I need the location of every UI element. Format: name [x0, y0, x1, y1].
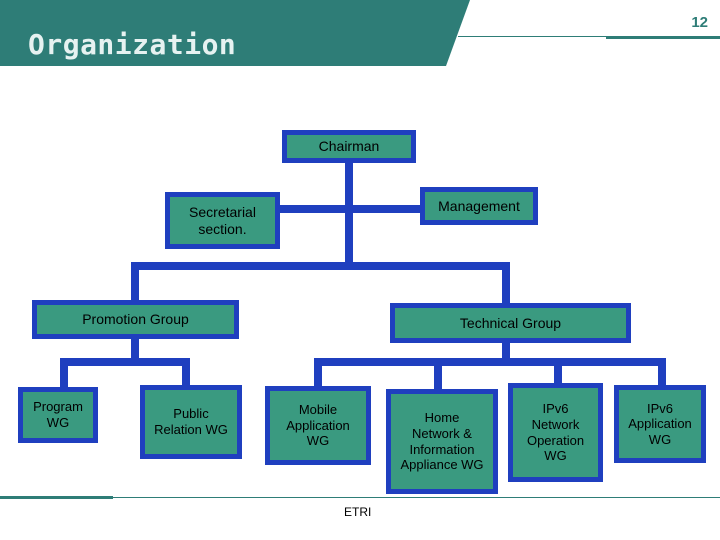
connector-technical: [502, 262, 510, 304]
connector-technical-bar: [314, 358, 666, 366]
technical-group-box: Technical Group: [390, 303, 631, 343]
connector-chairman-trunk: [345, 158, 353, 270]
connector-ipv6-app: [658, 358, 666, 390]
ipv6-network-operation-wg-box: IPv6 Network Operation WG: [508, 383, 603, 482]
connector-promotion: [131, 262, 139, 304]
header-accent: [606, 36, 720, 39]
connector-groups-bar: [131, 262, 510, 270]
promotion-group-label: Promotion Group: [82, 311, 189, 328]
management-box: Management: [420, 187, 538, 225]
footer-accent: [0, 496, 113, 499]
ipv6-application-wg-box: IPv6 Application WG: [614, 385, 706, 463]
connector-promotion-bar: [60, 358, 190, 366]
management-label: Management: [438, 197, 520, 214]
connector-technical-down: [502, 338, 510, 364]
program-wg-box: Program WG: [18, 387, 98, 443]
technical-group-label: Technical Group: [459, 314, 562, 331]
connector-public-relation: [182, 358, 190, 390]
connector-staff: [275, 205, 425, 213]
public-relation-wg-box: Public Relation WG: [140, 385, 242, 459]
header-divider: [458, 36, 606, 37]
chairman-label: Chairman: [318, 138, 380, 155]
connector-promotion-down: [131, 334, 139, 364]
connector-program: [60, 358, 68, 390]
page-title: Organization: [28, 28, 237, 61]
footer-label: ETRI: [344, 505, 372, 519]
home-network-wg-box: Home Network & Information Appliance WG: [386, 389, 498, 494]
chairman-box: Chairman: [282, 130, 416, 163]
header-band: [0, 0, 470, 66]
footer-divider: [113, 497, 720, 498]
home-network-wg-label: Home Network & Information Appliance WG: [400, 410, 484, 473]
connector-ipv6-network: [554, 358, 562, 390]
ipv6-network-operation-wg-label: IPv6 Network Operation WG: [526, 401, 585, 464]
page-number: 12: [691, 14, 708, 31]
ipv6-application-wg-label: IPv6 Application WG: [628, 400, 692, 447]
mobile-application-wg-label: Mobile Application WG: [286, 402, 350, 449]
program-wg-label: Program WG: [33, 399, 83, 430]
promotion-group-box: Promotion Group: [32, 300, 239, 339]
connector-home-network: [434, 358, 442, 390]
secretarial-label: Secretarial section.: [189, 203, 256, 237]
mobile-application-wg-box: Mobile Application WG: [265, 386, 371, 465]
public-relation-wg-label: Public Relation WG: [154, 406, 228, 437]
connector-mobile: [314, 358, 322, 390]
secretarial-box: Secretarial section.: [165, 192, 280, 249]
